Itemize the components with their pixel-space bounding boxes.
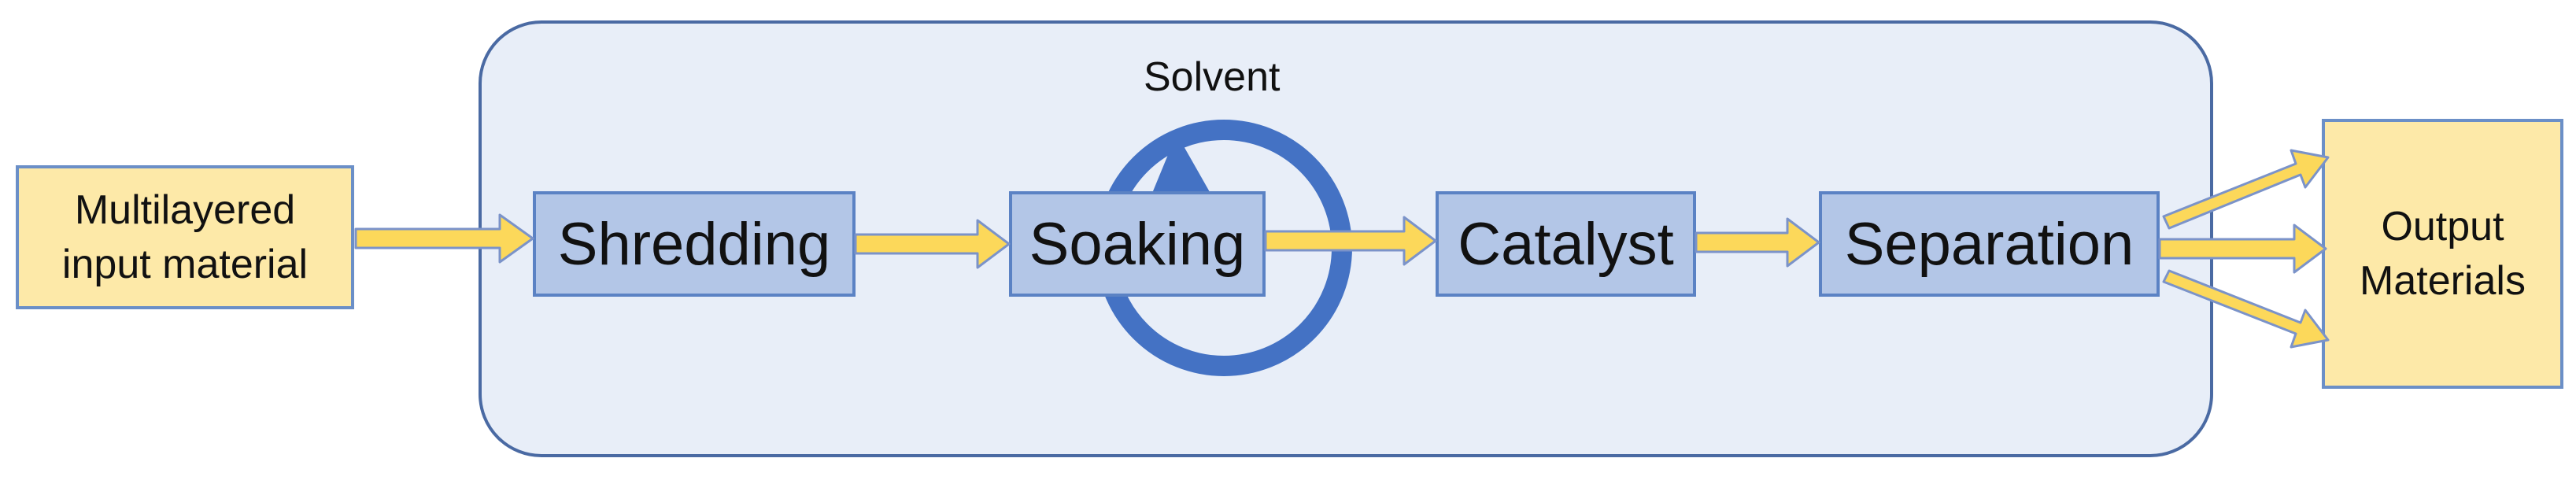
output-label-line2: Materials bbox=[2360, 257, 2526, 304]
step-label: Separation bbox=[1844, 210, 2134, 278]
output-materials-box: Output Materials bbox=[2322, 119, 2563, 389]
step-catalyst: Catalyst bbox=[1436, 191, 1696, 297]
arrow-separation-to-output-upper-icon bbox=[2162, 149, 2330, 230]
input-material-box: Multilayered input material bbox=[16, 165, 354, 309]
input-label-line1: Multilayered bbox=[74, 187, 296, 233]
step-label: Soaking bbox=[1029, 210, 1246, 278]
step-soaking: Soaking bbox=[1009, 191, 1266, 297]
step-separation: Separation bbox=[1819, 191, 2160, 297]
input-label-line2: input material bbox=[61, 241, 309, 287]
arrow-soaking-to-catalyst-icon bbox=[1264, 216, 1437, 266]
output-label-line1: Output bbox=[2381, 203, 2504, 249]
step-shredding: Shredding bbox=[533, 191, 856, 297]
arrow-separation-to-output-middle-icon bbox=[2158, 224, 2327, 274]
arrow-separation-to-output-lower-icon bbox=[2162, 269, 2330, 349]
solvent-label: Solvent bbox=[1144, 54, 1281, 100]
arrow-catalyst-to-separation-icon bbox=[1695, 217, 1820, 268]
step-label: Catalyst bbox=[1458, 210, 1674, 278]
solvent-loop-arrowhead-icon bbox=[1149, 134, 1216, 203]
arrow-input-to-shredding-icon bbox=[354, 213, 534, 264]
step-label: Shredding bbox=[557, 210, 831, 278]
arrow-shredding-to-soaking-icon bbox=[854, 219, 1011, 269]
